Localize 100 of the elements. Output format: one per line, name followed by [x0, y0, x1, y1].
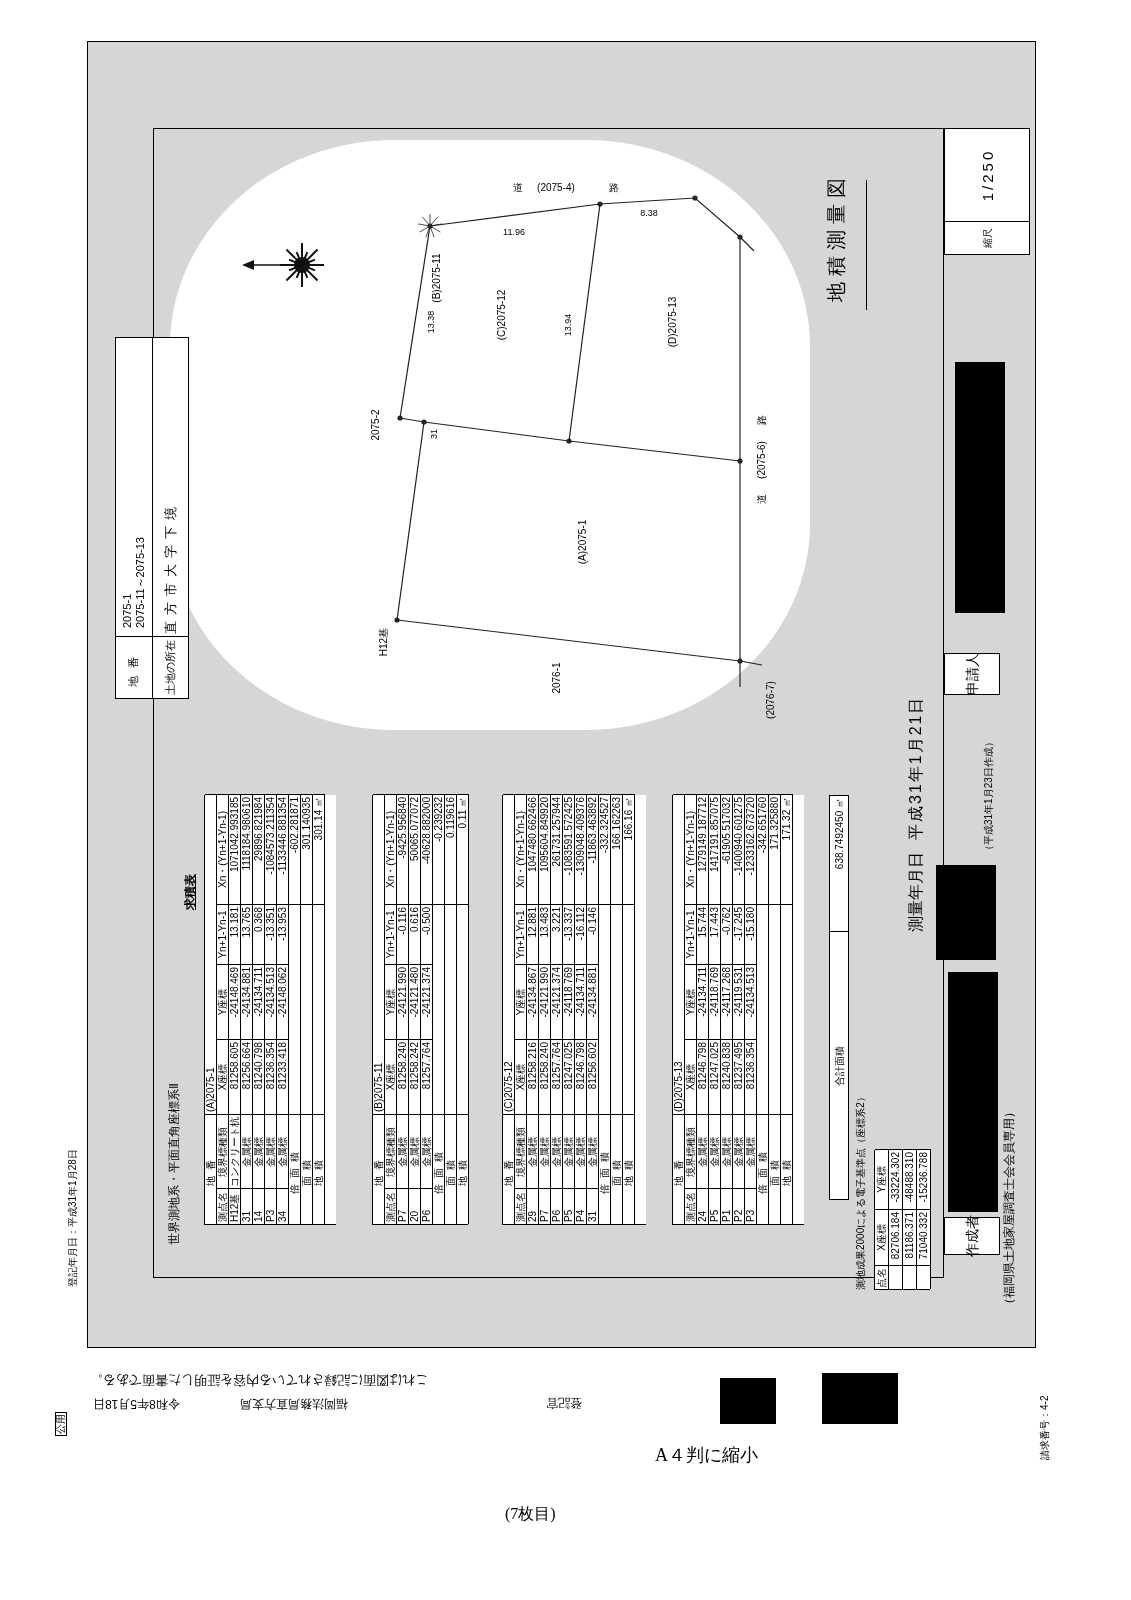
- table-cell: -13.351: [265, 904, 277, 964]
- column-header: 境界標種類: [217, 1114, 229, 1188]
- table-cell: -40628.882000: [421, 794, 433, 904]
- table-cell: -0.146: [587, 904, 599, 964]
- table-cell: -48488.310: [903, 1149, 917, 1209]
- column-header: Y座標: [875, 1149, 889, 1209]
- column-header: 境界標種類: [685, 1114, 697, 1188]
- official-use-stamp: 公用: [55, 1412, 67, 1436]
- table-cell: 31: [241, 1188, 253, 1224]
- table-cell: -17.245: [733, 904, 745, 964]
- table-cell: -24121.480: [409, 964, 421, 1039]
- table-cell: 1071042.993185: [229, 794, 241, 904]
- table-cell: 50065.077072: [409, 794, 421, 904]
- table-cell: P3: [745, 1188, 757, 1224]
- table-cell: -24121.990: [397, 964, 409, 1039]
- parcel-number-cell: (C)2075-12: [503, 794, 515, 1114]
- table-cell: 金属標: [527, 1114, 539, 1188]
- table-cell: 81246.798: [697, 1039, 709, 1114]
- table-cell: P5: [709, 1188, 721, 1224]
- column-header: Xn・(Yn+1-Yn-1): [217, 794, 229, 904]
- table-cell: 金属標: [551, 1114, 563, 1188]
- table-cell: P3: [265, 1188, 277, 1224]
- table-cell: 14: [253, 1188, 265, 1224]
- table-cell: -15236.788: [917, 1149, 931, 1209]
- table-cell: 金属標: [709, 1114, 721, 1188]
- table-cell: -13.953: [277, 904, 289, 964]
- table-cell: -15.180: [745, 904, 757, 964]
- table-cell: 17.443: [709, 904, 721, 964]
- table-cell: 81258.605: [229, 1039, 241, 1114]
- table-cell: P4: [575, 1188, 587, 1224]
- survey-date-label: 測量年月日: [908, 852, 924, 932]
- point-label: H12基: [379, 627, 389, 657]
- table-cell: -1233162.673720: [745, 794, 757, 904]
- column-header: Yn+1-Yn-1: [217, 904, 229, 964]
- table-cell: 81258.216: [527, 1039, 539, 1114]
- road-label: (2075-6): [757, 441, 767, 479]
- lot-number: 2075-1: [120, 592, 134, 628]
- table-cell: -24134.711: [575, 964, 587, 1039]
- table-cell: -24134.513: [265, 964, 277, 1039]
- field-value: 638.7492450 ㎡: [830, 795, 849, 931]
- row-header: 地積: [313, 1114, 325, 1224]
- row-header: 面積: [769, 1114, 781, 1224]
- table-cell: -24148.062: [277, 964, 289, 1039]
- column-header: Xn・(Yn+1-Yn-1): [685, 794, 697, 904]
- table-cell: -24121.374: [421, 964, 433, 1039]
- table-cell: -24121.374: [551, 964, 563, 1039]
- table-cell: -11863.463892: [587, 794, 599, 904]
- table-cell: 81236.354: [265, 1039, 277, 1114]
- table-cell: 金属標: [397, 1114, 409, 1188]
- column-header: X座標: [385, 1039, 397, 1114]
- point-label: 31: [429, 429, 439, 439]
- table-cell: 0.368: [253, 904, 265, 964]
- table-cell: 34: [277, 1188, 289, 1224]
- parcel-number-cell: (B)2075-11: [373, 794, 385, 1114]
- table-cell: -0.116: [397, 904, 409, 964]
- parcel-number-cell: (D)2075-13: [673, 794, 685, 1114]
- column-header: 測点名: [385, 1188, 397, 1224]
- table-cell: 82706.184: [889, 1209, 903, 1265]
- table-cell: P6: [551, 1188, 563, 1224]
- certification-text: これは図面に記録されている内容を証明した書面である。: [90, 1374, 428, 1387]
- table-cell: 81257.764: [421, 1039, 433, 1114]
- table-cell: 3.221: [551, 904, 563, 964]
- created-date-note: （平成31年1月23日作成）: [984, 737, 994, 855]
- row-header: 面積: [301, 1114, 313, 1224]
- column-header: Yn+1-Yn-1: [515, 904, 527, 964]
- neighbor-lot-label: 2076-1: [552, 662, 562, 694]
- table-cell: -332.324527: [599, 794, 611, 904]
- table-cell: 81240.798: [253, 1039, 265, 1114]
- table-cell: 15.744: [697, 904, 709, 964]
- field-label: 申請人: [944, 653, 1000, 695]
- column-header: 地番: [673, 1114, 685, 1224]
- table-cell: -33224.302: [889, 1149, 903, 1209]
- table-cell: -342.651760: [757, 794, 769, 904]
- column-header: 測点名: [515, 1188, 527, 1224]
- table-cell: P6: [421, 1188, 433, 1224]
- table-cell: -1309048.409376: [575, 794, 587, 904]
- table-cell: 81247.025: [709, 1039, 721, 1114]
- table-cell: 1279149.187712: [697, 794, 709, 904]
- table-cell: 13.765: [241, 904, 253, 964]
- table-cell: 81256.602: [587, 1039, 599, 1114]
- diagram-title: 地積測量図: [826, 172, 846, 302]
- table-cell: -24117.268: [721, 964, 733, 1039]
- parcel-number-cell: (A)2075-1: [205, 794, 217, 1114]
- column-header: Y座標: [217, 964, 229, 1039]
- table-cell: 301.14 ㎡: [313, 794, 325, 904]
- road-label: 道: [513, 183, 523, 193]
- table-cell: 171.325880: [769, 794, 781, 904]
- column-header: X座標: [875, 1209, 889, 1265]
- table-cell: 81258.240: [539, 1039, 551, 1114]
- distance-label: 8.38: [640, 208, 658, 218]
- table-cell: 0.11 ㎡: [457, 794, 469, 904]
- table-cell: 166.162263: [611, 794, 623, 904]
- distance-label: 13.38: [426, 310, 436, 334]
- table-cell: 1095604.849920: [539, 794, 551, 904]
- column-header: 境界標種類: [515, 1114, 527, 1188]
- table-cell: 20: [409, 1188, 421, 1224]
- table-cell: P1: [721, 1188, 733, 1224]
- table-cell: 301.140935: [301, 794, 313, 904]
- table-cell: -24134.711: [697, 964, 709, 1039]
- column-header: Y座標: [385, 964, 397, 1039]
